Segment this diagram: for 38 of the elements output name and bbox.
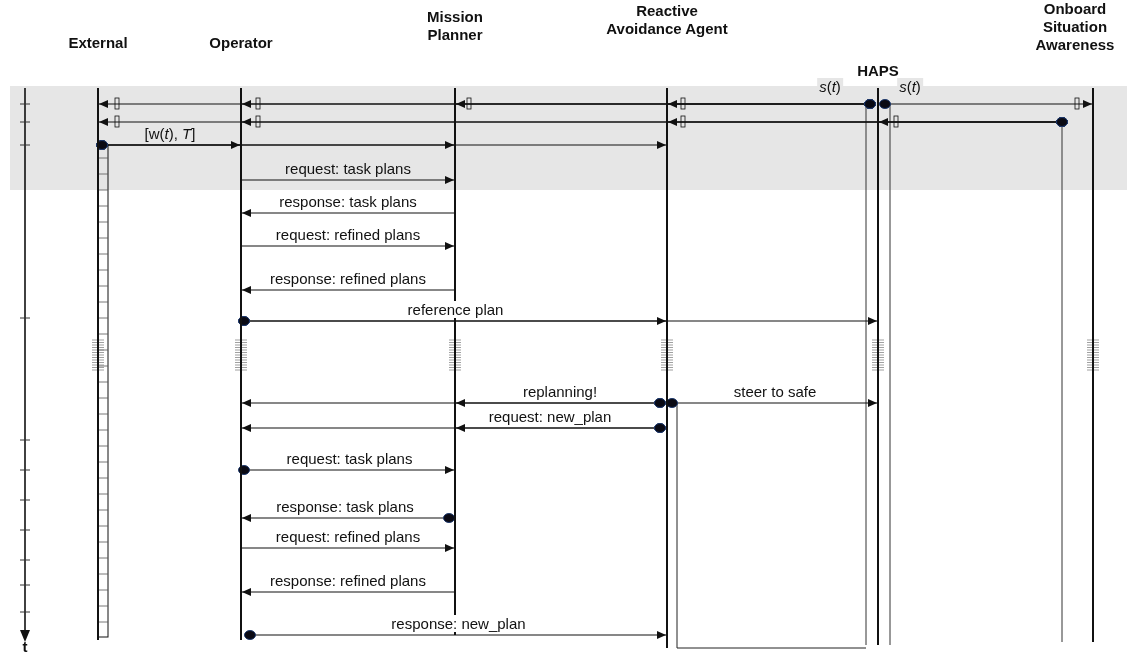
message-arrow <box>666 398 878 408</box>
message-arrow <box>241 286 456 294</box>
message-arrow <box>240 242 455 250</box>
message-label: response: refined plans <box>268 572 428 589</box>
message-arrow <box>96 140 667 150</box>
message-arrow <box>238 465 455 475</box>
message-label: request: refined plans <box>273 528 423 545</box>
message-arrow <box>98 99 876 109</box>
message-label: response: new_plan <box>389 615 528 632</box>
message-arrow <box>241 398 666 408</box>
message-arrow <box>879 99 1093 109</box>
message-arrow <box>241 513 455 523</box>
message-label: response: task plans <box>274 498 416 515</box>
message-label: s(t) <box>897 78 923 95</box>
axis-label: t <box>22 638 28 655</box>
message-arrow <box>241 209 456 217</box>
message-arrow <box>244 630 667 640</box>
message-arrow <box>241 588 456 596</box>
message-label: response: task plans <box>277 193 419 210</box>
message-label: steer to safe <box>731 383 819 400</box>
message-label: reference plan <box>405 301 506 318</box>
message-arrow <box>238 316 878 326</box>
lifeline-header: Onboard Situation Awareness <box>1034 0 1116 54</box>
message-label: request: task plans <box>284 450 415 467</box>
message-label: [w(t), T] <box>142 125 198 142</box>
message-label: request: new_plan <box>486 408 614 425</box>
lifeline-header: Operator <box>208 34 274 52</box>
message-arrow <box>240 176 455 184</box>
lifeline-header: Reactive Avoidance Agent <box>605 2 729 38</box>
message-arrow <box>241 423 666 433</box>
message-label: request: task plans <box>283 160 413 177</box>
message-arrow <box>240 544 455 552</box>
lifeline-header: Mission Planner <box>426 8 484 44</box>
message-label: s(t) <box>817 78 843 95</box>
lifeline-header: External <box>67 34 129 52</box>
message-label: request: refined plans <box>273 226 423 243</box>
lifeline-header: HAPS <box>856 62 900 80</box>
message-label: response: refined plans <box>268 270 428 287</box>
